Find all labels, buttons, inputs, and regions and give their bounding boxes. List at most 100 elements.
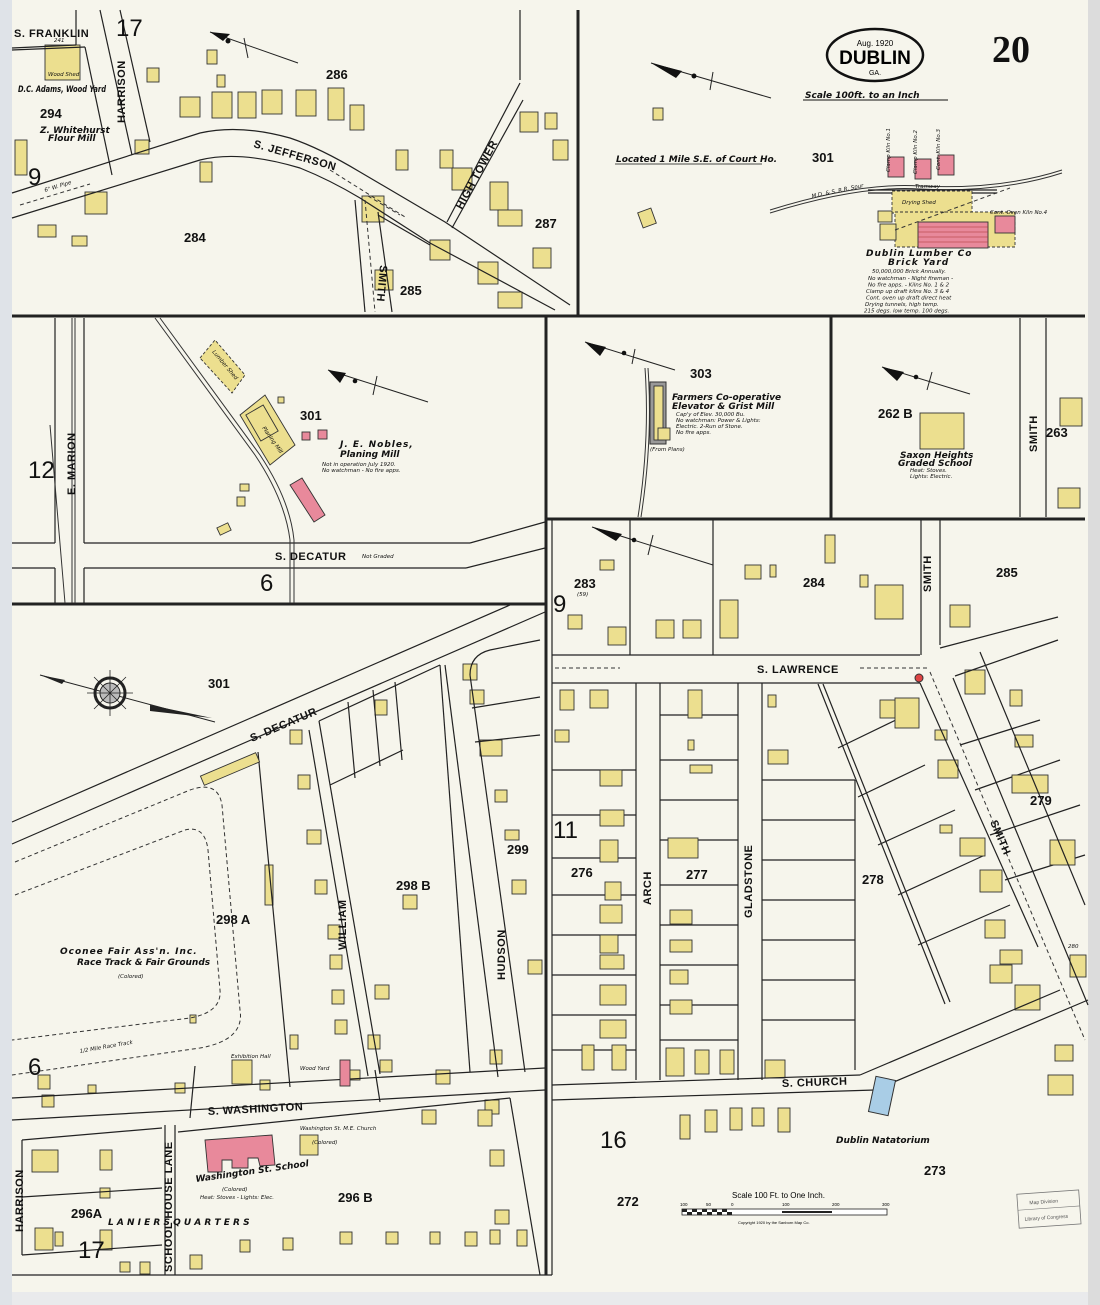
wood-shed-label: Wood Shed xyxy=(48,72,80,78)
building xyxy=(1014,984,1041,1011)
stamp-line: Map Division xyxy=(1029,1198,1058,1206)
building xyxy=(37,224,57,238)
building xyxy=(689,764,713,774)
block-number: 285 xyxy=(400,283,422,298)
school-colored-note: (Colored) xyxy=(222,1187,248,1193)
street-hudson: HUDSON xyxy=(496,929,508,980)
building xyxy=(719,1049,735,1075)
building xyxy=(1014,734,1034,748)
scale-bar-segment xyxy=(692,1209,697,1212)
building xyxy=(604,881,622,901)
fair-description: Race Track & Fair Grounds xyxy=(77,958,211,968)
street-e-marion: E. MARION xyxy=(66,432,78,495)
elevator-note: Cap'y of Elev. 30,000 Bu. xyxy=(676,412,745,418)
scale-tick: 100 xyxy=(782,1202,790,1207)
building xyxy=(1047,1074,1074,1096)
block-number: 301 xyxy=(300,408,322,423)
right-margin xyxy=(1088,0,1100,1305)
building xyxy=(999,949,1023,965)
scale-bar-segment xyxy=(717,1212,722,1215)
building xyxy=(494,1209,510,1225)
building xyxy=(959,837,986,857)
building xyxy=(361,195,385,223)
scale-bar-segment xyxy=(702,1209,707,1212)
building xyxy=(37,1074,51,1090)
block-number: 284 xyxy=(184,230,206,245)
street-smith: SMITH xyxy=(1028,415,1040,452)
building xyxy=(54,1231,64,1247)
building xyxy=(729,1107,743,1131)
block-number: 276 xyxy=(571,865,593,880)
scale-bar-segment xyxy=(697,1212,702,1215)
building xyxy=(494,789,508,803)
building xyxy=(589,689,609,709)
building xyxy=(87,1084,97,1094)
street-smith: SMITH xyxy=(374,265,389,303)
block-number: 296A xyxy=(71,1206,103,1221)
building xyxy=(511,879,527,895)
kiln-label: Clamp Kiln No.2 xyxy=(913,130,919,174)
scale-bar-segment xyxy=(682,1209,687,1212)
location-note: Located 1 Mile S.E. of Court Ho. xyxy=(616,155,777,165)
block-number: 299 xyxy=(507,842,529,857)
building xyxy=(665,1047,685,1077)
street-school-house-lane: SCHOOL HOUSE LANE xyxy=(163,1141,175,1272)
building xyxy=(259,1079,271,1091)
building xyxy=(859,574,869,588)
note-line: Clamp up draft kilns No. 3 & 4 xyxy=(866,289,950,295)
building xyxy=(669,999,693,1015)
building xyxy=(435,1069,451,1085)
building xyxy=(379,1059,393,1073)
building xyxy=(119,1261,131,1273)
building xyxy=(206,49,218,65)
building xyxy=(146,67,160,83)
note-line: No watchman - Night fireman - xyxy=(868,276,953,282)
panel-middle-left xyxy=(12,317,546,604)
building xyxy=(527,959,543,975)
lot-lines xyxy=(552,714,1086,1051)
scale-tick: 100 xyxy=(680,1202,688,1207)
scale-bar-title: Scale 100 Ft. to One Inch. xyxy=(732,1191,825,1200)
building xyxy=(652,107,664,121)
building xyxy=(139,1261,151,1275)
street-s-franklin: S. FRANKLIN xyxy=(14,28,89,40)
building xyxy=(599,559,615,571)
lot-line xyxy=(989,804,1081,836)
building xyxy=(669,969,689,985)
street-william: WILLIAM xyxy=(337,899,349,950)
building xyxy=(99,1149,113,1171)
scale-bar-segment xyxy=(782,1211,832,1213)
building xyxy=(667,837,699,859)
map-date: Aug. 1920 xyxy=(857,39,894,48)
stamp-line: Library of Congress xyxy=(1024,1214,1068,1223)
mill-owner: J. E. Nobles, xyxy=(338,440,414,450)
building xyxy=(607,626,627,646)
sheet-ref: 16 xyxy=(600,1127,627,1154)
street-s-church: S. CHURCH xyxy=(782,1076,848,1090)
building xyxy=(239,1239,251,1253)
lot-line xyxy=(837,717,901,749)
company-name: Dublin Lumber Co xyxy=(866,249,972,259)
building xyxy=(211,91,233,119)
building xyxy=(751,1107,765,1127)
building xyxy=(395,149,409,171)
scale-tick: 0 xyxy=(731,1202,734,1207)
sheet-number: 20 xyxy=(992,29,1030,71)
block-number: 303 xyxy=(690,366,712,381)
scale-bar-segment xyxy=(687,1212,692,1215)
note-line: 215 degs. low temp. 100 degs. xyxy=(864,309,949,315)
building xyxy=(989,964,1013,984)
block-number: 283 xyxy=(574,576,596,591)
street-harrison: HARRISON xyxy=(14,1169,26,1232)
scale-tick: 200 xyxy=(832,1202,840,1207)
building xyxy=(682,619,702,639)
building xyxy=(679,1114,691,1140)
school-note: Heat: Stoves - Lights: Elec. xyxy=(200,1195,274,1201)
building xyxy=(552,139,569,161)
elevator-note: Electric. 2-Run of Stone. xyxy=(676,424,743,430)
panel-middle-right xyxy=(881,318,1083,517)
street-smith: SMITH xyxy=(922,555,934,592)
scale-bar-segment xyxy=(722,1209,727,1212)
building xyxy=(559,689,575,711)
building xyxy=(14,139,28,176)
